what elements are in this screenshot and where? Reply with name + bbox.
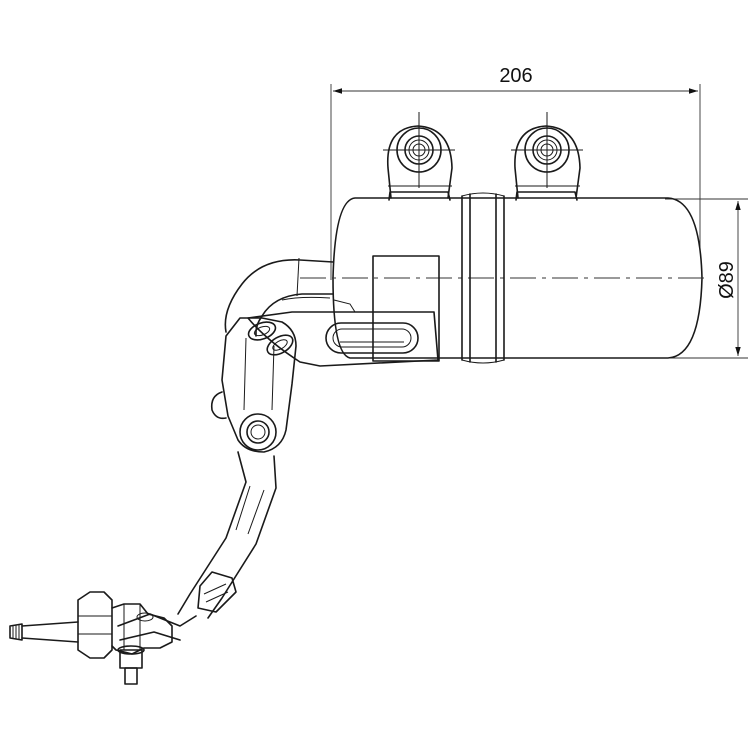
- outlet-elbow: [224, 257, 334, 337]
- lug-lower: [266, 334, 294, 356]
- service-port-stem: [124, 667, 138, 685]
- lower-tube: [177, 451, 277, 619]
- arm-eye: [239, 413, 277, 451]
- thread-stub: [9, 623, 23, 641]
- upper-arm: [210, 317, 297, 453]
- diameter-label: Ø89: [716, 261, 738, 299]
- hex-nut: [77, 591, 113, 659]
- lug-upper: [247, 321, 277, 341]
- length-label: 206: [499, 65, 532, 87]
- seal-band: [461, 193, 505, 363]
- valve-assembly: [9, 591, 197, 685]
- mounting-boss: [372, 255, 440, 362]
- diameter-dimension: Ø89: [665, 198, 748, 359]
- mounting-bracket: [247, 299, 439, 367]
- length-dimension: 206: [330, 65, 701, 280]
- cylinder-body: [300, 192, 705, 364]
- bracket-slot: [325, 322, 419, 354]
- tube-clip: [197, 571, 237, 613]
- fitting-left: [383, 112, 455, 201]
- fitting-right: [511, 112, 583, 201]
